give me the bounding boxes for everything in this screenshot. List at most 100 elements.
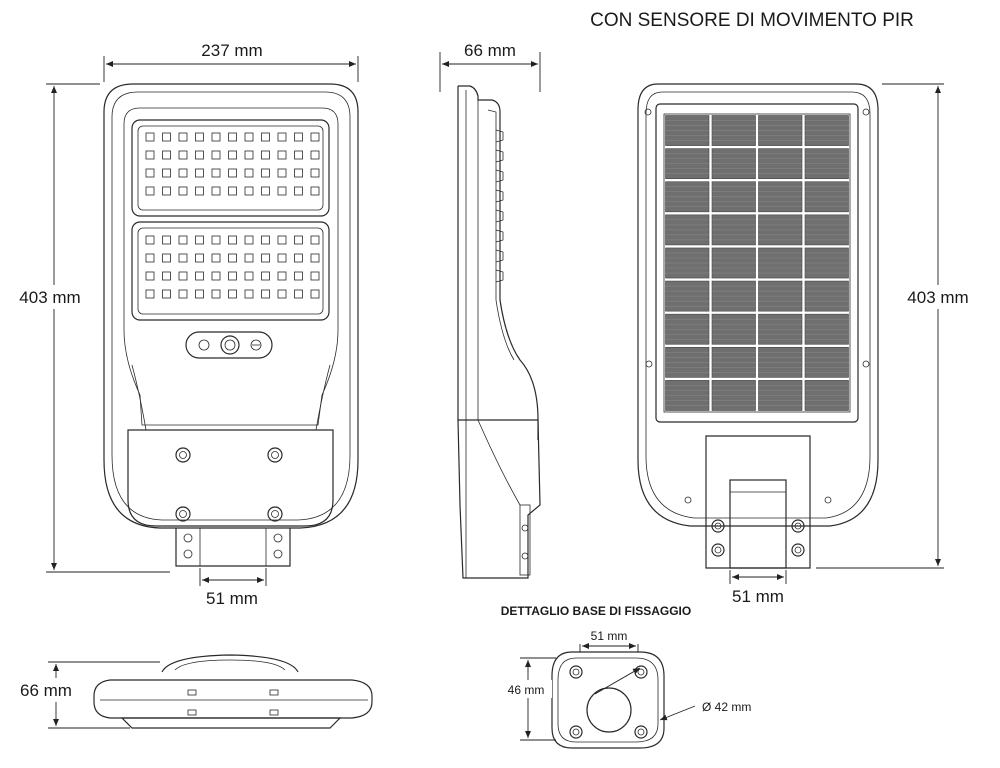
led-chip <box>145 289 155 299</box>
side-depth-dimension: 66 mm <box>439 41 541 92</box>
led-chip <box>294 132 303 142</box>
led-chip <box>195 132 204 142</box>
led-chip <box>310 150 320 160</box>
front-width-label: 237 mm <box>201 41 262 60</box>
led-chip <box>294 235 303 245</box>
back-bracket-label: 51 mm <box>732 587 784 606</box>
led-chip <box>228 235 237 245</box>
led-chip <box>228 168 237 178</box>
led-chip <box>211 186 221 196</box>
pir-sensor <box>185 331 273 359</box>
led-chip <box>310 168 320 178</box>
led-chip <box>277 235 287 245</box>
led-chip <box>277 132 287 142</box>
led-chip <box>228 289 237 299</box>
heat-fin <box>495 189 504 203</box>
led-chip <box>261 132 270 142</box>
led-chip <box>228 253 237 263</box>
bottom-depth-dimension: 66 mm <box>12 661 160 729</box>
led-chip <box>244 289 254 299</box>
led-chip <box>261 186 270 196</box>
detail-height-label: 46 mm <box>508 683 545 697</box>
led-chip <box>294 150 303 160</box>
heat-fin <box>495 269 504 283</box>
solar-cells <box>665 115 849 411</box>
led-chip <box>310 271 320 281</box>
detail-title: DETTAGLIO BASE DI FISSAGGIO <box>501 604 691 618</box>
back-height-label: 403 mm <box>907 288 968 307</box>
led-chip <box>162 150 171 160</box>
led-chip <box>277 168 287 178</box>
led-chip <box>228 271 237 281</box>
led-chip <box>294 253 303 263</box>
front-bracket-label: 51 mm <box>206 589 258 608</box>
led-chip <box>145 132 155 142</box>
led-chip <box>178 235 188 245</box>
led-chip <box>195 150 204 160</box>
led-chip <box>244 186 254 196</box>
led-chip <box>294 289 303 299</box>
led-chip <box>310 235 320 245</box>
led-chip <box>244 271 254 281</box>
bottom-view <box>93 654 373 729</box>
led-chip <box>195 271 204 281</box>
back-view <box>637 83 879 569</box>
led-chip <box>145 150 155 160</box>
led-chip <box>211 132 221 142</box>
led-chip <box>145 235 155 245</box>
led-chip <box>211 253 221 263</box>
page-title: CON SENSORE DI MOVIMENTO PIR <box>590 10 914 31</box>
led-chip <box>261 168 270 178</box>
led-chip <box>195 289 204 299</box>
led-chip <box>244 235 254 245</box>
side-fins <box>495 129 504 283</box>
detail-width-label: 51 mm <box>591 629 628 643</box>
led-chip <box>195 253 204 263</box>
front-height-dimension: 403 mm <box>8 83 170 573</box>
front-height-label: 403 mm <box>19 288 80 307</box>
led-chip <box>277 289 287 299</box>
heat-fin <box>495 149 504 163</box>
led-chip <box>162 235 171 245</box>
led-chip <box>162 186 171 196</box>
led-chip <box>261 150 270 160</box>
lower-led-grid <box>145 235 320 299</box>
led-chip <box>178 253 188 263</box>
back-mount-bolts <box>711 519 805 557</box>
mounting-base-detail: DETTAGLIO BASE DI FISSAGGIO 51 mm 46 mm … <box>501 604 751 749</box>
back-height-dimension: 403 mm <box>816 83 980 569</box>
led-chip <box>178 132 188 142</box>
led-chip <box>294 168 303 178</box>
led-chip <box>277 186 287 196</box>
led-chip <box>244 168 254 178</box>
led-chip <box>294 186 303 196</box>
led-chip <box>195 186 204 196</box>
led-chip <box>261 289 270 299</box>
led-chip <box>145 186 155 196</box>
led-chip <box>178 150 188 160</box>
led-chip <box>162 271 171 281</box>
led-chip <box>228 132 237 142</box>
led-chip <box>261 235 270 245</box>
led-chip <box>162 132 171 142</box>
led-chip <box>277 150 287 160</box>
led-chip <box>178 271 188 281</box>
led-chip <box>162 289 171 299</box>
led-chip <box>178 289 188 299</box>
heat-fin <box>495 249 504 263</box>
led-chip <box>178 186 188 196</box>
led-chip <box>244 132 254 142</box>
bottom-depth-label: 66 mm <box>20 681 72 700</box>
led-chip <box>145 168 155 178</box>
back-bracket-dimension: 51 mm <box>729 570 787 606</box>
front-view <box>103 83 359 567</box>
led-chip <box>178 168 188 178</box>
detail-hole-label: Ø 42 mm <box>702 700 751 714</box>
led-chip <box>228 186 237 196</box>
led-chip <box>211 271 221 281</box>
upper-led-grid <box>145 132 320 196</box>
led-chip <box>277 253 287 263</box>
led-chip <box>277 271 287 281</box>
led-chip <box>195 168 204 178</box>
